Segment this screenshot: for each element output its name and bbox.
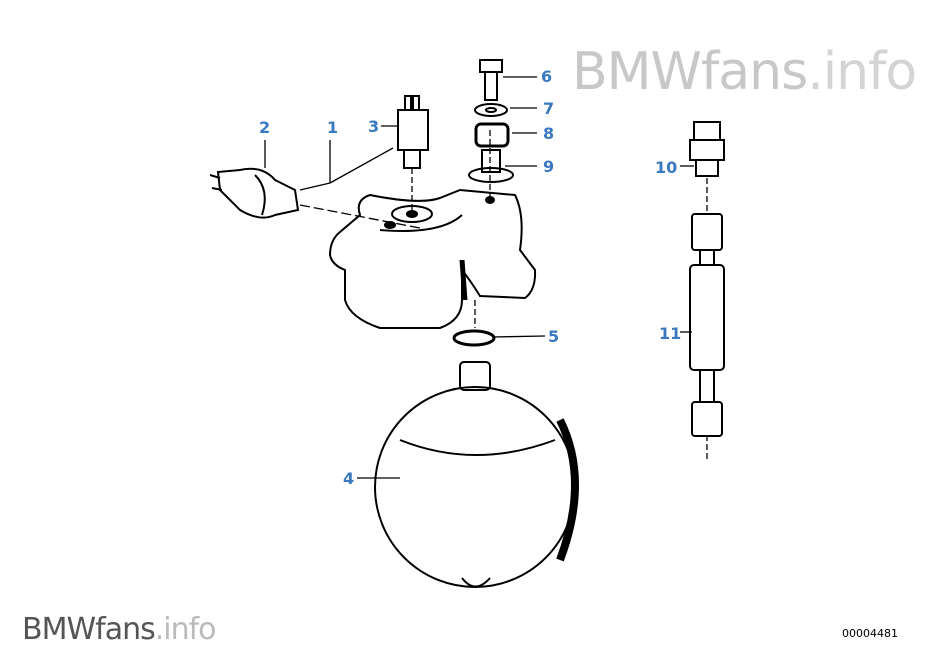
watermark-top: BMWfans.info — [572, 42, 917, 102]
bush-part-9 — [468, 149, 514, 183]
callout-11[interactable]: 11 — [659, 324, 682, 343]
diagram-number: 00004481 — [842, 627, 898, 640]
callout-3[interactable]: 3 — [368, 117, 380, 136]
callout-1[interactable]: 1 — [327, 118, 339, 137]
washer-part-7 — [474, 103, 508, 117]
callout-7[interactable]: 7 — [543, 99, 555, 118]
valve-block-part-1 — [328, 188, 537, 329]
switch-part-2 — [209, 167, 300, 219]
accumulator-sphere-part-4 — [374, 361, 579, 588]
callout-8[interactable]: 8 — [543, 124, 555, 143]
adapter-part-10 — [689, 121, 725, 177]
callout-2[interactable]: 2 — [259, 118, 271, 137]
callout-10[interactable]: 10 — [655, 158, 678, 177]
nut-part-8 — [474, 122, 510, 148]
o-ring-part-5 — [452, 329, 496, 347]
callout-9[interactable]: 9 — [543, 157, 555, 176]
leader-lines — [264, 76, 708, 479]
bolt-part-6 — [479, 59, 503, 101]
callout-6[interactable]: 6 — [541, 67, 553, 86]
callout-4[interactable]: 4 — [343, 469, 355, 488]
pipe-part-11 — [689, 213, 725, 437]
callout-5[interactable]: 5 — [548, 327, 560, 346]
pressure-switch-part-3 — [397, 95, 429, 169]
watermark-bottom: BMWfans.info — [22, 612, 217, 647]
